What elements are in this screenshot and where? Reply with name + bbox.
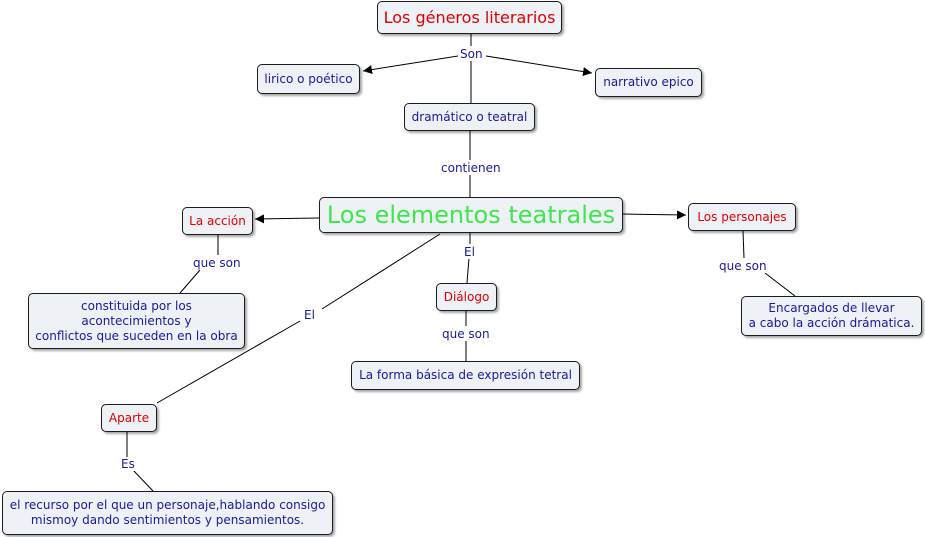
- link-son-narrativo: [485, 55, 593, 77]
- link-label-el-aparte: El: [302, 308, 317, 322]
- link-el-aparte: [156, 320, 301, 404]
- link-label-son: Son: [458, 47, 485, 61]
- link-personajes-queson: [742, 230, 745, 259]
- link-el-dialogo: [466, 257, 470, 284]
- link-son-lirico: [362, 55, 459, 75]
- link-queson-acciondef: [179, 269, 201, 294]
- concept-dramatico[interactable]: dramático o teatral: [404, 103, 535, 131]
- link-label-que-son-personajes: que son: [717, 259, 769, 273]
- concept-lirico[interactable]: lirico o poético: [257, 64, 360, 94]
- concept-dialogo-definicion[interactable]: La forma básica de expresión tetral: [351, 361, 580, 390]
- concept-narrativo[interactable]: narrativo epico: [595, 68, 702, 97]
- link-es-apartedef: [132, 469, 154, 492]
- link-label-es: Es: [119, 457, 137, 471]
- concept-los-personajes[interactable]: Los personajes: [688, 203, 796, 231]
- concept-la-accion[interactable]: La acción: [182, 207, 253, 235]
- concept-generos-literarios[interactable]: Los géneros literarios: [377, 1, 562, 34]
- concept-accion-definicion[interactable]: constituida por los acontecimientos y co…: [28, 293, 245, 349]
- link-label-que-son-accion: que son: [191, 256, 243, 270]
- link-elementos-personajes: [622, 210, 687, 220]
- concept-aparte[interactable]: Aparte: [101, 404, 157, 432]
- concept-personajes-definicion[interactable]: Encargados de llevar a cabo la acción dr…: [741, 296, 922, 336]
- link-label-que-son-dialogo: que son: [440, 327, 492, 341]
- concept-aparte-definicion[interactable]: el recurso por el que un personaje,habla…: [2, 491, 333, 535]
- link-label-contienen: contienen: [439, 161, 503, 175]
- link-elementos-el-aparte: [321, 233, 441, 310]
- link-label-el-dialogo: El: [462, 245, 477, 259]
- link-queson-personajesdef: [764, 272, 796, 297]
- concept-dialogo[interactable]: Diálogo: [436, 283, 497, 311]
- link-elementos-accion: [254, 214, 320, 224]
- concept-elementos-teatrales[interactable]: Los elementos teatrales: [319, 197, 623, 233]
